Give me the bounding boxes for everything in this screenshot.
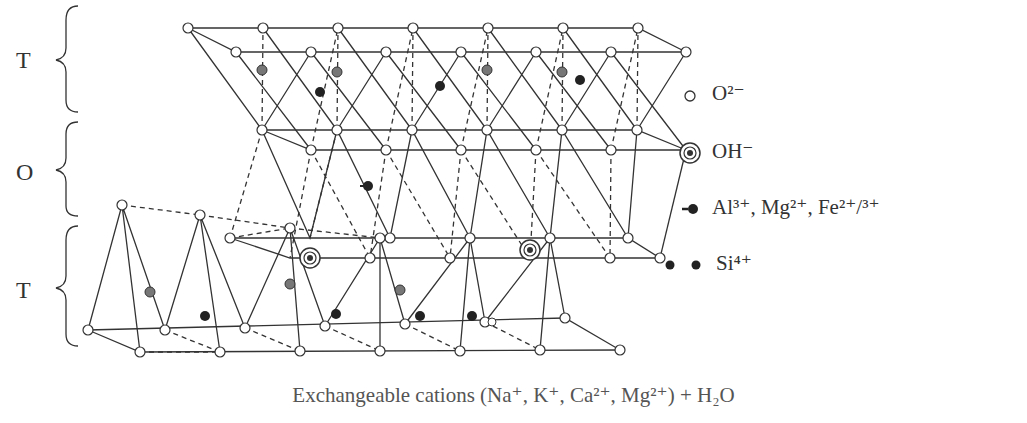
legend-text: Si⁴⁺ (716, 252, 752, 275)
oxygen-atoms (83, 23, 691, 357)
octahedron-edges (660, 150, 686, 258)
legend-text: OH⁻ (712, 140, 753, 163)
octahedron-edges (262, 130, 637, 238)
octahedral-cations (360, 181, 373, 191)
caption: Exchangeable cations (Na⁺, K⁺, Ca²⁺, Mg²… (0, 384, 1027, 407)
tetrahedron-edges (188, 28, 686, 150)
silicon-atoms (145, 65, 585, 326)
legend-text: O²⁻ (712, 82, 745, 105)
tetrahedron-hidden-edges (262, 28, 638, 150)
tetrahedron-edges (88, 205, 565, 352)
octahedron-hidden-edges (230, 130, 611, 258)
layer-label: O (16, 159, 33, 185)
layer-label: T (16, 277, 31, 303)
brace (56, 226, 78, 346)
brace (56, 6, 78, 112)
tetrahedron-hidden-edges (122, 205, 540, 352)
apex-plane (262, 130, 686, 150)
hydroxyl-atoms (300, 240, 540, 268)
legend-samples (666, 91, 701, 270)
brace (56, 122, 78, 216)
layer-label: T (16, 47, 31, 73)
legend-text: Al³⁺, Mg²⁺, Fe²⁺/³⁺ (712, 196, 880, 219)
